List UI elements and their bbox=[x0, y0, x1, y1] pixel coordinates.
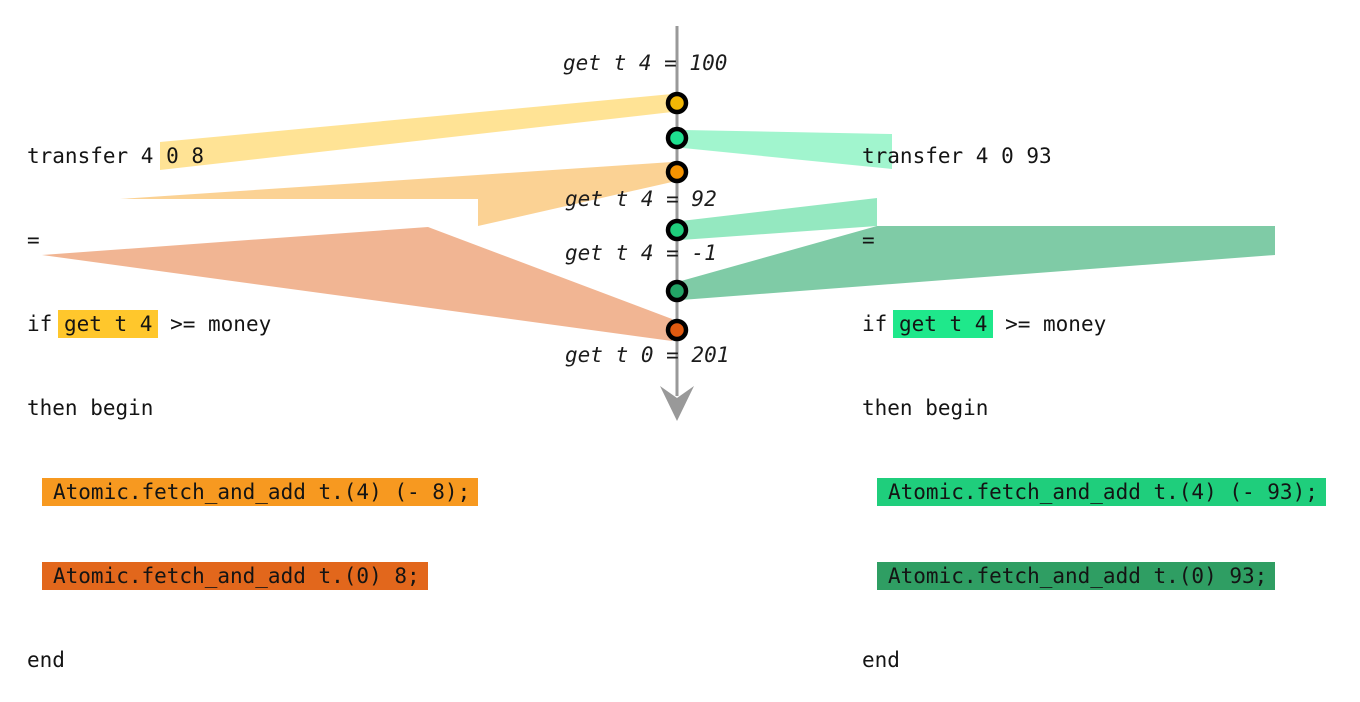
event-marker-3-icon bbox=[665, 160, 689, 184]
band-left-fetch-sub bbox=[120, 162, 672, 226]
code-text: transfer 4 0 93 bbox=[862, 144, 1052, 168]
timeline-arrow-icon bbox=[660, 386, 694, 421]
band-right-fetch-add bbox=[681, 226, 1275, 300]
highlight-fetch-sub: Atomic.fetch_and_add t.(4) (- 8); bbox=[42, 478, 479, 506]
band-right-if-condition bbox=[683, 130, 892, 169]
timeline-label-4: get t 0 = 201 bbox=[565, 343, 730, 367]
code-line: transfer 4 0 8 bbox=[27, 142, 478, 170]
code-text: then begin bbox=[27, 396, 154, 420]
code-line: end bbox=[862, 646, 1326, 674]
event-marker-4-icon bbox=[665, 218, 689, 242]
code-text: transfer 4 0 8 bbox=[27, 144, 205, 168]
highlight-fetch-add: Atomic.fetch_and_add t.(0) 93; bbox=[877, 562, 1276, 590]
event-marker-5-icon bbox=[665, 279, 689, 303]
code-line: then begin bbox=[862, 394, 1326, 422]
highlight-get-t4: get t 4 bbox=[892, 310, 994, 338]
code-line: = bbox=[27, 226, 478, 254]
code-line: Atomic.fetch_and_add t.(4) (- 8); bbox=[27, 478, 479, 506]
timeline-canvas bbox=[42, 26, 1275, 421]
highlight-get-t4: get t 4 bbox=[57, 310, 159, 338]
code-text: then begin bbox=[862, 396, 989, 420]
timeline-diagram: { "timeline": { "labels": { "e1": "get t… bbox=[27, 26, 1326, 672]
band-left-if-condition bbox=[160, 94, 672, 170]
highlight-fetch-add: Atomic.fetch_and_add t.(0) 8; bbox=[42, 562, 428, 590]
code-text: end bbox=[27, 648, 65, 672]
code-line: if get t 4 >= money bbox=[27, 310, 478, 338]
code-line: end bbox=[27, 646, 478, 674]
event-marker-2-icon bbox=[665, 126, 689, 150]
left-transaction-code: transfer 4 0 8 = if get t 4 >= money the… bbox=[27, 86, 479, 702]
code-text: >= money bbox=[992, 312, 1107, 336]
code-text: >= money bbox=[157, 312, 272, 336]
timeline-label-2: get t 4 = 92 bbox=[565, 187, 717, 211]
band-left-fetch-add bbox=[42, 227, 672, 341]
code-text: end bbox=[862, 648, 900, 672]
code-text: if bbox=[27, 312, 65, 336]
code-line: Atomic.fetch_and_add t.(0) 93; bbox=[862, 562, 1326, 590]
code-line: Atomic.fetch_and_add t.(0) 8; bbox=[27, 562, 478, 590]
code-text: = bbox=[862, 228, 875, 252]
timeline-label-1: get t 4 = 100 bbox=[563, 51, 728, 75]
code-line: if get t 4 >= money bbox=[862, 310, 1326, 338]
code-line: then begin bbox=[27, 394, 478, 422]
code-text: if bbox=[862, 312, 900, 336]
event-marker-1-icon bbox=[665, 91, 689, 115]
code-line: = bbox=[862, 226, 1326, 254]
timeline-label-3: get t 4 = -1 bbox=[565, 241, 717, 265]
highlight-fetch-sub: Atomic.fetch_and_add t.(4) (- 93); bbox=[877, 478, 1326, 506]
code-text: = bbox=[27, 228, 40, 252]
event-marker-6-icon bbox=[665, 318, 689, 342]
code-line: transfer 4 0 93 bbox=[862, 142, 1326, 170]
right-transaction-code: transfer 4 0 93 = if get t 4 >= money th… bbox=[862, 86, 1326, 702]
band-right-fetch-sub bbox=[681, 198, 877, 240]
code-line: Atomic.fetch_and_add t.(4) (- 93); bbox=[862, 478, 1326, 506]
